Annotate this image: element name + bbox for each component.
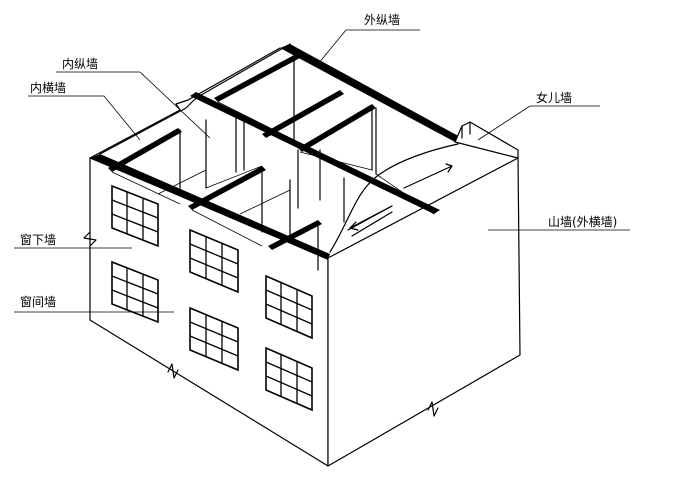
inner-trans-wall-top-1 (108, 128, 182, 172)
label-gable: 山墙(外横墙) (548, 215, 617, 229)
leader-lines (14, 29, 630, 313)
inner-trans-wall-top-4 (214, 54, 300, 102)
window-lower-1 (111, 260, 159, 324)
label-inner-transverse: 内横墙 (30, 81, 66, 95)
label-outer-longitudinal: 外纵墙 (364, 13, 400, 27)
gable-facade (327, 157, 521, 467)
window-upper-1 (111, 184, 159, 248)
stair-arrow-1 (403, 163, 453, 189)
window-lower-3 (265, 346, 313, 412)
window-lower-2 (189, 306, 239, 372)
front-wall-top (90, 154, 330, 260)
inner-trans-wall-top-5 (298, 104, 376, 152)
interior-floor-lines (111, 101, 435, 247)
inner-trans-wall-top-2 (188, 166, 266, 210)
leader-parapet (477, 105, 600, 141)
leader-outer-long (317, 29, 420, 65)
break-mark-right (427, 401, 439, 417)
inner-long-wall-top (190, 92, 440, 214)
inner-trans-wall-top-6 (262, 90, 344, 138)
parapet-wall (454, 121, 519, 159)
outer-long-wall-top (280, 44, 462, 142)
leader-inner-long (56, 71, 211, 139)
leader-inner-trans (28, 95, 141, 141)
break-mark-left (83, 231, 97, 247)
break-mark-bottom (167, 363, 179, 379)
window-upper-2 (189, 228, 239, 294)
inner-trans-wall-top-3 (268, 220, 322, 250)
window-upper-3 (265, 274, 313, 340)
label-parapet: 女儿墙 (536, 90, 572, 105)
windows (111, 184, 313, 412)
inner-wall-faces (179, 57, 377, 271)
label-under-window: 窗下墙 (20, 233, 56, 247)
label-inner-longitudinal: 内纵墙 (62, 57, 98, 71)
label-between-window: 窗间墙 (20, 295, 56, 309)
left-back-wall-edge (89, 47, 281, 159)
stair-ramp (329, 143, 459, 253)
stair-arrow-2 (349, 205, 393, 231)
